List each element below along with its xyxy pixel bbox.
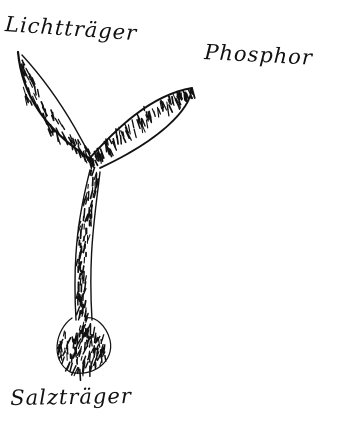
hatch-stroke [116, 129, 117, 138]
hatch-stroke [96, 335, 97, 342]
hatch-stroke [139, 117, 140, 123]
hatch-stroke [103, 348, 104, 353]
hatch-stroke [75, 140, 77, 145]
hatch-stroke [83, 247, 84, 252]
hatch-stroke [113, 139, 115, 147]
hatch-stroke [70, 363, 72, 371]
hatch-stroke [82, 224, 83, 229]
hatch-stroke [88, 191, 89, 200]
hatch-stroke [102, 335, 104, 340]
root-bulb-shape [57, 318, 111, 381]
hatch-stroke [84, 288, 85, 292]
hatch-stroke [134, 129, 136, 137]
hatch-stroke [97, 179, 98, 186]
hatch-stroke [86, 362, 88, 368]
hatch-stroke [23, 87, 25, 93]
hatch-stroke [90, 170, 91, 175]
hatch-stroke [84, 199, 85, 206]
label-salt-carrier: Salzträger [10, 384, 132, 410]
hatch-stroke [90, 222, 91, 226]
hatch-stroke [77, 307, 80, 315]
hatch-stroke [121, 136, 122, 144]
stem-shape [75, 167, 100, 322]
hatch-stroke [79, 326, 80, 330]
hatch-stroke [72, 337, 73, 342]
hatch-stroke [80, 370, 81, 381]
hatch-stroke [132, 120, 134, 128]
hatch-stroke [79, 316, 80, 320]
hatch-stroke [105, 356, 106, 362]
hatch-stroke [110, 139, 112, 143]
hatch-stroke [38, 90, 39, 97]
hatch-stroke [90, 341, 91, 347]
hatch-stroke [81, 302, 82, 306]
hatch-stroke [91, 191, 93, 199]
hatch-stroke [59, 345, 60, 355]
right-leaf-shape [88, 88, 195, 168]
hatch-stroke [35, 87, 37, 95]
hatch-stroke [85, 329, 86, 337]
hatch-stroke [79, 274, 80, 279]
hatch-stroke [63, 331, 64, 336]
hatch-stroke [192, 89, 195, 98]
hatch-stroke [93, 327, 95, 337]
hatch-stroke [77, 333, 78, 343]
hatch-stroke [167, 107, 169, 116]
hatch-stroke [85, 301, 86, 308]
hatch-stroke [81, 230, 82, 239]
hatch-stroke [172, 97, 173, 104]
hatch-stroke [80, 331, 81, 337]
hatch-stroke [52, 131, 53, 135]
hatch-stroke [173, 94, 176, 100]
hatch-stroke [154, 111, 155, 116]
left-leaf-shape [18, 52, 98, 168]
hatch-stroke [101, 340, 102, 344]
hatch-stroke [146, 120, 147, 128]
hatch-stroke [87, 314, 88, 318]
hatch-stroke [144, 106, 145, 110]
hatch-stroke [76, 260, 78, 266]
hatch-stroke [93, 193, 94, 197]
outline-stroke [22, 55, 92, 160]
outline-stroke [18, 52, 92, 160]
hatch-stroke [71, 141, 72, 150]
hatch-stroke [81, 356, 82, 360]
hatch-stroke [78, 284, 79, 289]
hatch-stroke [124, 138, 126, 143]
hatch-stroke [169, 105, 172, 112]
hatch-stroke [62, 125, 65, 129]
hatch-stroke [59, 355, 61, 359]
hatch-stroke [92, 167, 95, 175]
hatch-stroke [45, 109, 46, 116]
hatch-stroke [30, 101, 32, 105]
hatch-stroke [63, 351, 65, 355]
